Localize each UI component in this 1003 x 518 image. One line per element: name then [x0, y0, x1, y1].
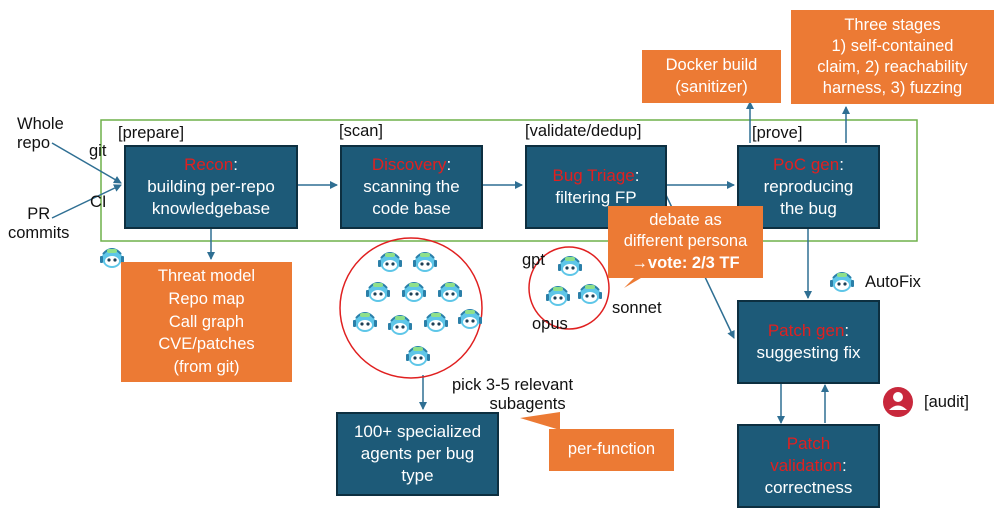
- stage-label-scan: [scan]: [339, 122, 384, 140]
- per-function-box: per-function: [549, 429, 674, 471]
- user-icon: [883, 387, 913, 417]
- recon-box: Recon: building per-repo knowledgebase: [124, 145, 298, 229]
- model-gpt-label: gpt: [522, 251, 545, 269]
- patch-gen-box: Patch gen: suggesting fix: [737, 300, 880, 384]
- three-stages-box: Three stages 1) self-contained claim, 2)…: [791, 10, 994, 104]
- patch-validation-box: Patch validation: correctness: [737, 424, 880, 508]
- stage-label-prove: [prove]: [752, 124, 803, 142]
- subagent-cluster-circle: [339, 237, 483, 379]
- model-icons: [545, 255, 603, 307]
- autofix-icon: [829, 271, 855, 293]
- stage-label-prepare: [prepare]: [118, 124, 185, 142]
- stage-label-validate: [validate/dedup]: [525, 122, 642, 140]
- discovery-box: Discovery: scanning the code base: [340, 145, 483, 229]
- audit-label: [audit]: [924, 393, 969, 411]
- debate-box: debate as different persona →vote: 2/3 T…: [608, 206, 763, 278]
- specialized-agents-box: 100+ specialized agents per bug type: [336, 412, 499, 496]
- recon-output-box: Threat model Repo map Call graph CVE/pat…: [121, 262, 292, 382]
- model-sonnet-label: sonnet: [612, 299, 662, 317]
- input-git-label: git: [89, 142, 107, 160]
- stage-frame: [100, 119, 918, 242]
- model-opus-label: opus: [532, 315, 568, 333]
- autofix-label: AutoFix: [865, 273, 921, 291]
- docker-build-box: Docker build (sanitizer): [642, 50, 781, 103]
- subagent-icons: [352, 251, 483, 367]
- model-vote-circle: [528, 246, 610, 330]
- input-ci-label: CI: [90, 193, 107, 211]
